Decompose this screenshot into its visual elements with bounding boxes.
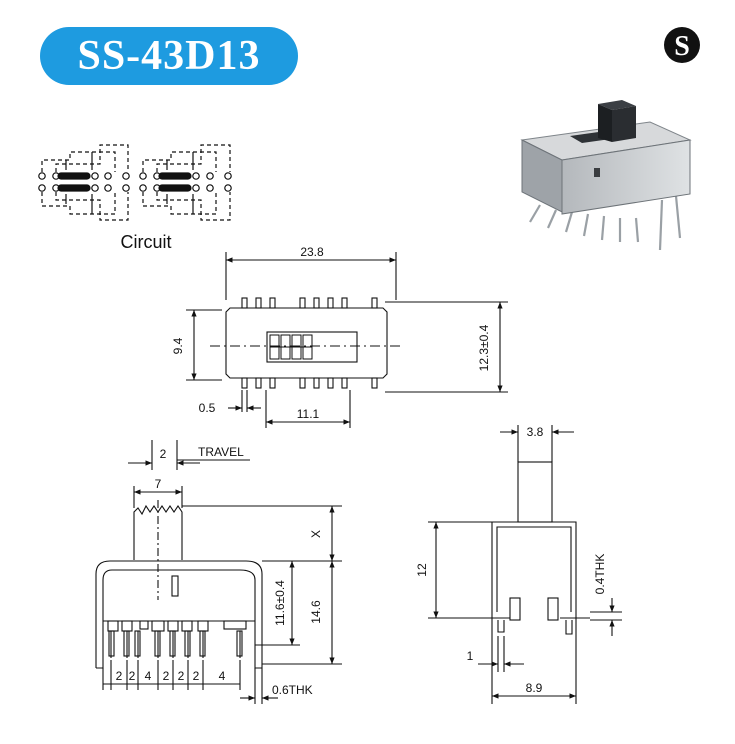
pitch-label: 4 xyxy=(219,669,226,683)
circuit-label: Circuit xyxy=(120,232,171,252)
pin-height-dim: 11.6±0.4 xyxy=(273,580,287,626)
pitch-label: 2 xyxy=(178,669,185,683)
pitch-labels: 2 2 4 2 2 2 4 xyxy=(116,669,226,683)
pitch-label: 4 xyxy=(145,669,152,683)
travel-label: TRAVEL xyxy=(198,445,244,459)
circuit-group-left xyxy=(38,144,130,221)
top-pin-row-dim: 11.1 xyxy=(297,407,320,421)
side-thickness-dim: 0.4THK xyxy=(593,554,607,595)
brand-logo: S xyxy=(664,27,700,63)
side-actuator-width-dim: 3.8 xyxy=(527,425,544,439)
circuit-diagram xyxy=(38,144,232,221)
pitch-label: 2 xyxy=(193,669,200,683)
circuit-group-right xyxy=(139,144,232,221)
product-illustration xyxy=(520,100,692,251)
title-badge: SS-43D13 xyxy=(40,27,298,85)
pitch-label: 2 xyxy=(129,669,136,683)
side-view xyxy=(428,425,622,704)
top-view xyxy=(186,252,508,428)
top-width-dim: 23.8 xyxy=(300,245,324,259)
actuator-width-dim: 7 xyxy=(155,477,162,491)
logo-letter: S xyxy=(674,31,690,62)
pitch-label: 2 xyxy=(116,669,123,683)
pitch-label: 2 xyxy=(163,669,170,683)
front-view xyxy=(95,440,342,704)
front-thickness-dim: 0.6THK xyxy=(272,683,313,697)
top-pin-width-dim: 0.5 xyxy=(199,401,216,415)
actuator-height-dim: X xyxy=(309,530,323,538)
side-height-dim: 12 xyxy=(415,563,429,577)
side-width-dim: 8.9 xyxy=(526,681,543,695)
top-height-dim: 9.4 xyxy=(171,337,185,354)
travel-dim: 2 xyxy=(160,447,167,461)
top-pin-span-dim: 12.3±0.4 xyxy=(477,324,491,371)
side-offset-dim: 1 xyxy=(467,649,474,663)
body-height-dim: 14.6 xyxy=(309,600,323,624)
part-number-title: SS-43D13 xyxy=(77,33,261,79)
